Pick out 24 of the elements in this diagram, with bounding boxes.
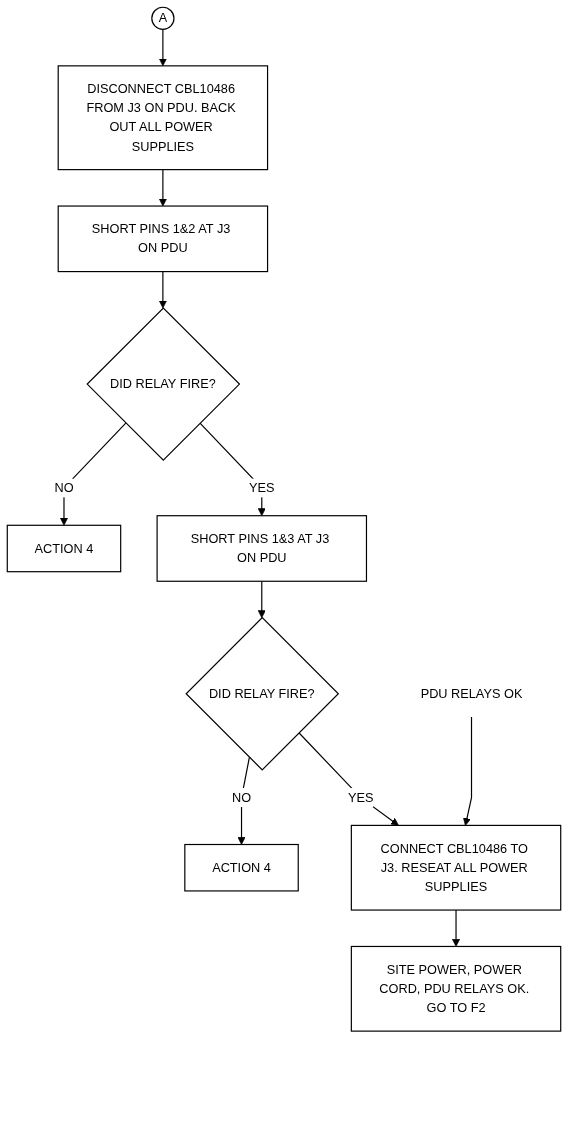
arrow	[60, 422, 127, 526]
arrow	[158, 271, 167, 309]
arrow	[158, 169, 167, 207]
node-circle: A	[151, 6, 175, 31]
node-box: DISCONNECT CBL10486 FROM J3 ON PDU. BACK OUT ALL POWER SUPPLIES	[57, 65, 269, 171]
arrow	[237, 756, 250, 845]
arrow	[158, 28, 167, 67]
edge-label: NO	[54, 480, 74, 495]
arrow	[298, 732, 399, 826]
arrow	[257, 580, 266, 619]
edge-label: YES	[249, 480, 275, 495]
edge-label: NO	[231, 789, 252, 805]
node-diamond: DID RELAY FIRE?	[185, 616, 340, 771]
node-box: CONNECT CBL10486 TO J3. RESEAT ALL POWER SUPPLIES	[350, 824, 562, 911]
node-diamond: DID RELAY FIRE?	[86, 307, 241, 462]
node-box: ACTION 4	[184, 843, 299, 892]
node-box: SITE POWER, POWER CORD, PDU RELAYS OK. GO TO F2	[350, 945, 562, 1032]
node-box: SHORT PINS 1&3 AT J3 ON PDU	[156, 515, 368, 582]
arrow	[463, 716, 473, 826]
edge-label: YES	[347, 789, 374, 805]
arrow	[452, 909, 461, 947]
node-box: ACTION 4	[6, 524, 122, 573]
node-box: SHORT PINS 1&2 AT J3 ON PDU	[57, 205, 269, 273]
node-text: PDU RELAYS OK	[420, 686, 523, 701]
